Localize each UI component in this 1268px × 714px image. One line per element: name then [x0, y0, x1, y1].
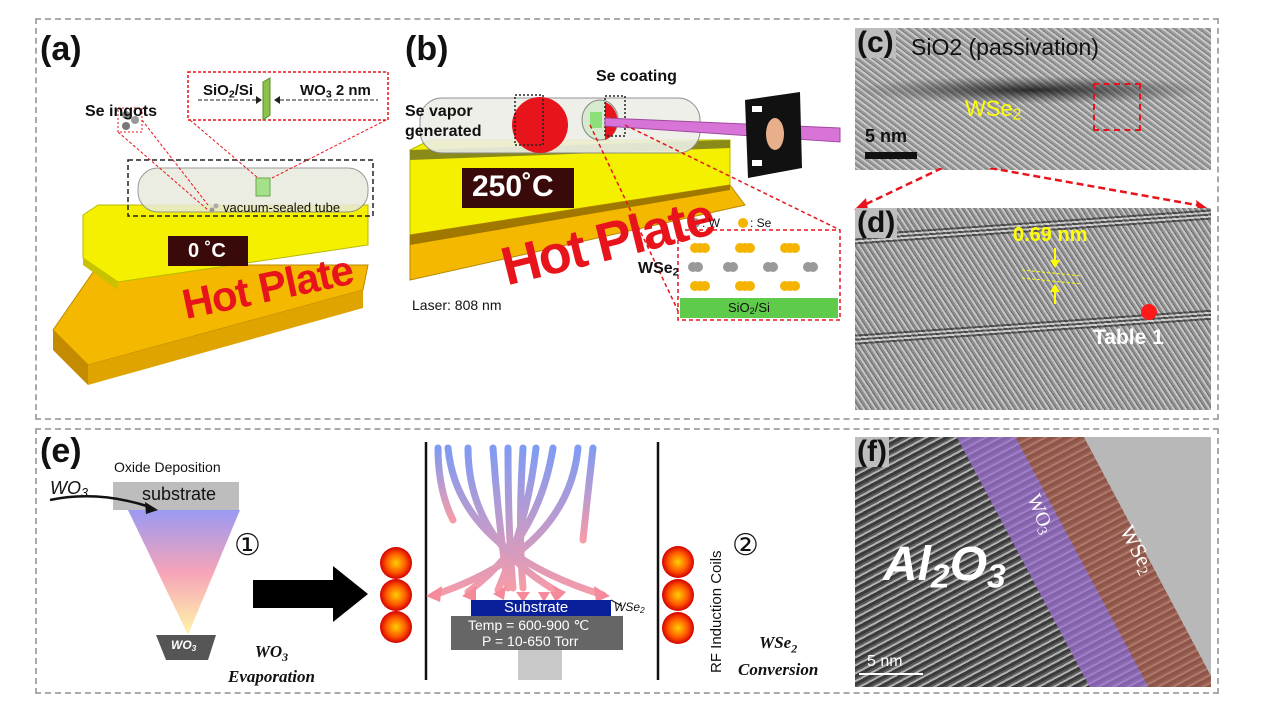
- panel-b-illustration: [409, 92, 841, 321]
- pressure-range: P = 10-650 Torr: [482, 633, 579, 649]
- wse2-label: WSe2: [638, 260, 679, 279]
- oxide-deposition-label: Oxide Deposition: [114, 459, 221, 475]
- gas-flow-arrows: [430, 444, 607, 599]
- tube-label: vacuum-sealed tube: [223, 200, 341, 215]
- wse2-layer-label: WSe2: [1114, 521, 1158, 579]
- panel-a: (a) Se ingots SiO2/Si WO3 2 nm vacuum-se…: [38, 20, 398, 415]
- substrate-label: substrate: [142, 484, 217, 504]
- bottom-panel-frame: [35, 428, 1219, 694]
- rf-coils-label: RF Induction Coils: [708, 550, 725, 673]
- sio2-si-label: SiO2/Si: [728, 300, 770, 316]
- scale-bar: [859, 673, 923, 675]
- se-coating-label: Se coating: [596, 68, 677, 85]
- panel-b: (b): [400, 20, 845, 415]
- inset-sio2-label: SiO2/Si: [203, 82, 254, 101]
- panel-e-label: (e): [40, 432, 82, 470]
- wse2-lattice: [690, 243, 800, 291]
- wo3-source-label: WO3: [50, 478, 89, 500]
- step-1-title: WO3 Evaporation: [228, 642, 315, 686]
- interlayer-spacing-label: 0.69 nm: [1013, 224, 1088, 246]
- temperature-value: 250˚C: [472, 170, 554, 203]
- spacing-marker: [1021, 248, 1083, 304]
- table-1-label: Table 1: [1093, 326, 1164, 349]
- crucible-label: WO3: [171, 638, 197, 653]
- temperature-range: Temp = 600-900 ℃: [468, 617, 590, 633]
- substrate-block: [471, 600, 611, 616]
- rf-coil: [380, 547, 412, 579]
- inset-wo3-label: WO3 2 nm: [300, 82, 371, 101]
- table-1-marker: [1141, 304, 1157, 320]
- step-2-marker: ②: [732, 529, 759, 562]
- panel-a-label: (a): [40, 30, 82, 68]
- panel-f-label: (f): [855, 437, 889, 468]
- legend-w: : W: [702, 216, 720, 230]
- sio2-si-substrate: [680, 298, 838, 318]
- panel-f-tem-image: (f) Al2O3 WO3 WSe2 5 nm: [855, 437, 1211, 687]
- panel-d-label: (d): [855, 208, 898, 239]
- scale-bar: [865, 152, 917, 159]
- sio2-passivation-label: SiO2 (passivation): [911, 34, 1099, 60]
- zoom-region-box: [1093, 83, 1141, 131]
- temperature-display: [462, 168, 574, 208]
- hot-plate-base: [52, 264, 369, 366]
- substrate-2-label: Substrate: [504, 599, 569, 616]
- panel-c-tem-image: (c) SiO2 (passivation) WSe2 5 nm: [855, 28, 1211, 170]
- crucible: [156, 635, 216, 660]
- top-panel-frame: [35, 18, 1219, 420]
- wse2-film-label: WSe2: [614, 600, 645, 615]
- panel-c-label: (c): [855, 28, 896, 59]
- se-ingots-label: Se ingots: [85, 103, 158, 120]
- wse2-label: WSe2: [965, 96, 1022, 124]
- temperature-value: 0 ˚C: [188, 240, 226, 262]
- step-2-title: WSe2 Conversion: [738, 633, 819, 680]
- substrate-holder: [113, 482, 239, 510]
- scale-bar-label: 5 nm: [867, 653, 903, 670]
- panel-e-illustration: [49, 442, 694, 680]
- wo3-arrow: [49, 495, 151, 509]
- panel-b-label: (b): [405, 30, 449, 68]
- vapor-cone: [128, 510, 240, 635]
- scale-bar-label: 5 nm: [865, 126, 908, 146]
- vacuum-tube: [137, 167, 369, 213]
- rf-coil: [662, 546, 694, 578]
- wo3-layer-label: WO3: [1022, 491, 1056, 538]
- panel-e: (e): [38, 430, 838, 692]
- heater-stage: [451, 616, 623, 650]
- step-1-marker: ①: [234, 529, 261, 562]
- legend-se: : Se: [750, 216, 772, 230]
- panel-d-tem-image: (d) 0.69 nm Table 1: [855, 208, 1211, 410]
- temperature-display: [168, 236, 248, 266]
- al2o3-label: Al2O3: [883, 538, 1006, 596]
- laser-wavelength: Laser: 808 nm: [412, 297, 502, 313]
- process-arrow: [253, 566, 368, 622]
- panel-a-illustration: [52, 71, 389, 385]
